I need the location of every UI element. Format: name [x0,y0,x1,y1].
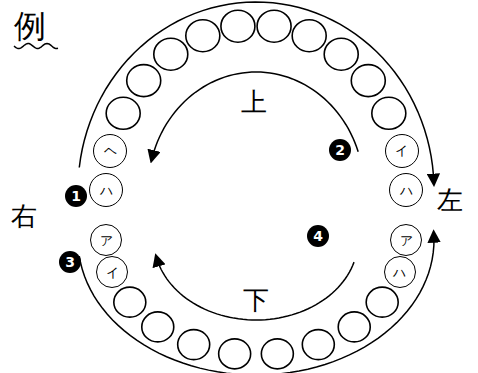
tooth-letter: ハ [100,184,113,197]
tooth-letter: イ [395,144,408,157]
labeled-tooth: ハ [389,173,423,207]
labeled-tooth: イ [96,256,128,288]
tooth-letter: イ [106,266,119,279]
tooth [351,65,385,97]
callout-number: 3 [59,251,81,273]
tooth [142,312,174,342]
brushing-arrow [156,256,354,320]
tooth [186,20,220,52]
tooth [366,287,398,317]
tooth [257,10,291,42]
tooth [221,10,255,42]
direction-label: 左 [437,187,463,213]
title-underline [14,44,58,49]
tooth-letter: ハ [400,184,413,197]
tooth [338,312,370,342]
tooth [127,65,161,97]
labeled-tooth: ア [90,224,122,256]
tooth [372,97,406,129]
tooth [292,20,326,52]
labeled-tooth: ハ [89,173,123,207]
tooth [154,38,188,70]
callout-number: 4 [307,225,329,247]
labeled-tooth: イ [385,134,419,168]
labeled-tooth: ア [390,224,422,256]
direction-label: 右 [11,203,37,229]
tooth-letter: ヘ [104,144,117,157]
tooth [106,97,140,129]
callout-number: 2 [329,139,351,161]
tooth [178,330,210,360]
tooth [114,287,146,317]
direction-label: 上 [241,89,267,115]
brushing-arrow [79,2,434,184]
direction-label: 下 [243,287,269,313]
tooth-letter: ア [400,234,413,247]
tooth [261,339,293,369]
tooth-letter: ア [100,234,113,247]
labeled-tooth: ハ [384,256,416,288]
labeled-tooth: ヘ [93,134,127,168]
brushing-arrow [79,232,434,373]
tooth-letter: ハ [393,266,406,279]
callout-number: 1 [65,185,87,207]
tooth [302,330,334,360]
brushing-arrow [151,72,358,161]
tooth [219,339,251,369]
title: 例 [14,10,46,42]
tooth [324,38,358,70]
